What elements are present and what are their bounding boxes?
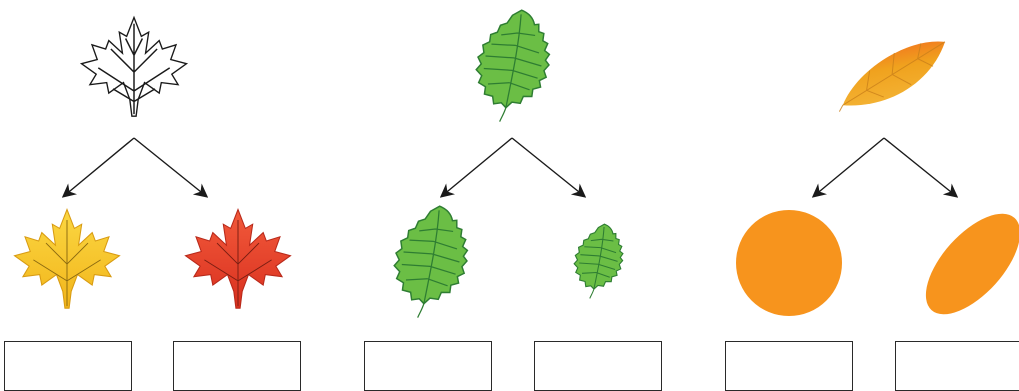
birch-leaf-large-icon bbox=[388, 200, 475, 318]
arrow-right bbox=[133, 137, 209, 198]
group-shape bbox=[736, 41, 1019, 316]
answer-box[interactable] bbox=[725, 341, 853, 391]
answer-box[interactable] bbox=[534, 341, 662, 391]
answer-box[interactable] bbox=[4, 341, 132, 391]
arrow-left bbox=[439, 137, 513, 198]
ellipse-shape-icon bbox=[925, 213, 1019, 315]
arrow-right bbox=[511, 137, 587, 198]
answer-box[interactable] bbox=[895, 341, 1019, 391]
maple-leaf-yellow-icon bbox=[13, 208, 121, 309]
circle-shape-icon bbox=[736, 210, 842, 316]
group-size bbox=[388, 4, 628, 318]
group-color bbox=[13, 16, 292, 309]
arrow-right bbox=[883, 137, 959, 198]
maple-leaf-red-icon bbox=[184, 208, 292, 309]
answer-box[interactable] bbox=[173, 341, 301, 391]
arrow-left bbox=[811, 137, 885, 198]
maple-leaf-outline-icon bbox=[80, 16, 188, 117]
birch-leaf-small-icon bbox=[570, 220, 628, 299]
birch-leaf-icon bbox=[470, 4, 557, 122]
autumn-leaf-icon bbox=[838, 41, 946, 112]
answer-box[interactable] bbox=[364, 341, 492, 391]
arrow-left bbox=[61, 137, 135, 198]
